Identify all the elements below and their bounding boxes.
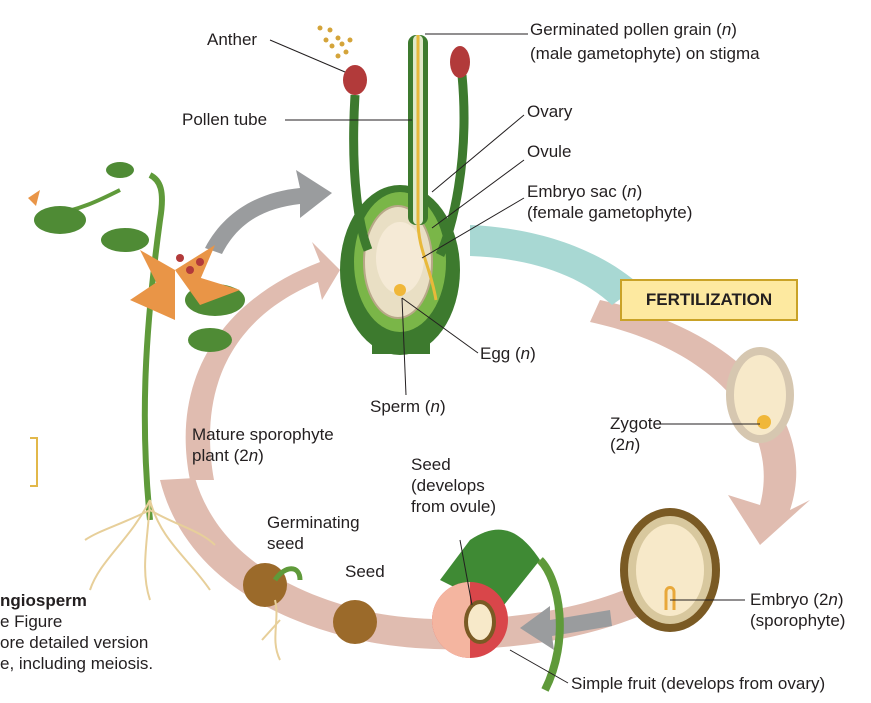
label-seed: Seed <box>345 562 385 581</box>
cycle-arrow <box>185 242 340 480</box>
label-embryo: Embryo (2n) <box>750 590 844 609</box>
fertilization-arrow <box>470 225 640 305</box>
label-egg: Egg (n) <box>480 344 536 363</box>
label-zygote-2: (2n) <box>610 435 641 454</box>
label-ovule: Ovule <box>527 142 572 161</box>
leader-lines <box>269 33 760 684</box>
label-anther: Anther <box>207 30 258 49</box>
gray-arrow-fruit <box>520 606 612 650</box>
mature-sporophyte-plant <box>28 162 245 601</box>
gray-arrow-top <box>205 170 332 254</box>
label-seed-develops: Seed <box>411 455 451 474</box>
label-zygote: Zygote <box>610 414 662 433</box>
caption-line-4: e, including meiosis. <box>0 654 154 673</box>
zygote <box>726 347 794 443</box>
label-germinating-seed: Germinating <box>267 513 360 532</box>
label-ovary: Ovary <box>527 102 573 121</box>
label-seed-develops-2: (develops <box>411 476 485 495</box>
caption-line-1: ngiosperm <box>0 591 87 610</box>
cycle-band-bottom <box>160 478 720 650</box>
germinating-seed <box>243 563 303 661</box>
label-mature-sporophyte-2: plant (2n) <box>192 446 264 465</box>
label-sporophyte: (sporophyte) <box>750 611 846 630</box>
seed-circle <box>333 600 377 644</box>
label-pollen-tube: Pollen tube <box>182 110 268 129</box>
label-mature-sporophyte: Mature sporophyte <box>192 425 334 444</box>
label-germinated-pollen: Germinated pollen grain (n) <box>530 20 737 39</box>
figure-caption: ngiosperm e Figure ore detailed version … <box>0 590 153 674</box>
side-tab <box>30 437 38 487</box>
caption-line-2: e Figure <box>0 612 63 631</box>
label-germinating-seed-2: seed <box>267 534 304 553</box>
label-simple-fruit: Simple fruit (develops from ovary) <box>571 674 826 693</box>
label-embryo-sac: Embryo sac (n) <box>527 182 643 201</box>
simple-fruit <box>432 529 564 692</box>
label-female-gametophyte: (female gametophyte) <box>527 203 693 222</box>
label-sperm: Sperm (n) <box>370 397 446 416</box>
embryo-in-seed <box>620 508 720 632</box>
flower-cross-section <box>340 35 470 355</box>
label-seed-develops-3: from ovule) <box>411 497 497 516</box>
pollen-grains <box>317 25 353 59</box>
label-male-gametophyte: (male gametophyte) on stigma <box>530 44 760 63</box>
caption-line-3: ore detailed version <box>0 633 149 652</box>
fertilization-box: FERTILIZATION <box>620 279 798 321</box>
